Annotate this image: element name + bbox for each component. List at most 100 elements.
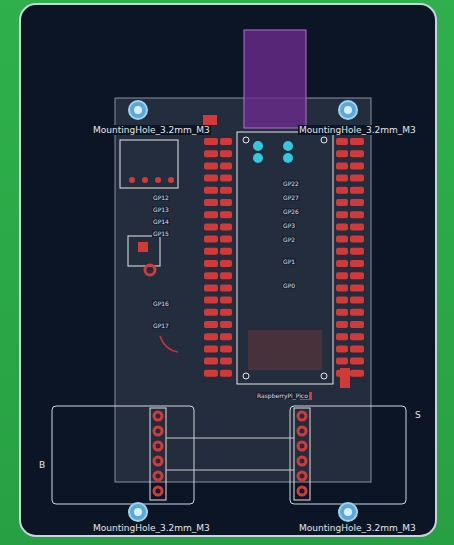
silkscreen-label: GP13 xyxy=(152,206,170,213)
silk-line xyxy=(166,470,294,471)
pad xyxy=(350,138,364,145)
pico-hole xyxy=(243,373,249,379)
pad xyxy=(220,370,232,377)
pico-hole xyxy=(321,137,327,143)
pad xyxy=(336,187,348,194)
silkscreen-label: GP17 xyxy=(152,322,170,329)
pad xyxy=(168,177,174,183)
pad xyxy=(336,150,348,157)
pad xyxy=(336,138,348,145)
pad xyxy=(204,309,218,316)
silkscreen-label: S xyxy=(414,410,422,420)
pad xyxy=(220,297,232,304)
pad xyxy=(220,358,232,365)
pad xyxy=(204,260,218,267)
canvas-panel xyxy=(20,4,436,536)
pad xyxy=(336,309,348,316)
pad xyxy=(350,150,364,157)
pad xyxy=(204,333,218,340)
pad xyxy=(204,345,218,352)
module-footprint xyxy=(52,406,194,504)
pad xyxy=(220,236,232,243)
pad xyxy=(145,265,155,275)
pad xyxy=(220,199,232,206)
pad xyxy=(220,187,232,194)
pico-chip xyxy=(248,330,322,370)
silk-line xyxy=(166,438,294,439)
pad xyxy=(350,162,364,169)
pad xyxy=(220,223,232,230)
silkscreen-label: B xyxy=(38,460,46,470)
silkscreen-label: GP26 xyxy=(282,208,300,215)
pad xyxy=(129,177,135,183)
header-pin xyxy=(298,412,306,420)
pad xyxy=(350,358,364,365)
via xyxy=(283,141,293,151)
pad xyxy=(350,223,364,230)
pad xyxy=(336,272,348,279)
pad xyxy=(204,284,218,291)
pad xyxy=(336,162,348,169)
pad xyxy=(204,358,218,365)
pad xyxy=(204,187,218,194)
pad xyxy=(142,177,148,183)
pad xyxy=(204,236,218,243)
pad xyxy=(220,211,232,218)
pad xyxy=(204,370,218,377)
pad xyxy=(336,297,348,304)
module-outline xyxy=(120,140,178,188)
mounting-hole xyxy=(339,101,357,119)
header-pin xyxy=(298,427,306,435)
pad xyxy=(350,370,364,377)
pad xyxy=(204,150,218,157)
pad xyxy=(204,199,218,206)
pad xyxy=(220,260,232,267)
pad xyxy=(350,260,364,267)
silkscreen-label: MountingHole_3.2mm_M3 xyxy=(92,125,211,135)
silkscreen-label: GP27 xyxy=(282,194,300,201)
pad xyxy=(220,309,232,316)
pad xyxy=(350,236,364,243)
pad xyxy=(350,199,364,206)
smd-part xyxy=(203,115,217,125)
pad xyxy=(336,260,348,267)
pad xyxy=(204,162,218,169)
pad xyxy=(204,223,218,230)
pad xyxy=(204,321,218,328)
switch-outline xyxy=(128,236,160,266)
pad xyxy=(350,272,364,279)
pad xyxy=(336,211,348,218)
pad xyxy=(220,345,232,352)
pad xyxy=(336,199,348,206)
mounting-hole xyxy=(134,106,142,114)
header-pin xyxy=(154,457,162,465)
pad xyxy=(220,150,232,157)
pad xyxy=(204,272,218,279)
pad xyxy=(350,187,364,194)
silkscreen-label: GP22 xyxy=(282,180,300,187)
header-pin xyxy=(298,442,306,450)
pad xyxy=(204,297,218,304)
pad xyxy=(336,370,348,377)
pad xyxy=(336,345,348,352)
pad xyxy=(220,175,232,182)
mounting-hole xyxy=(339,503,357,521)
pad xyxy=(350,309,364,316)
pad xyxy=(138,242,148,252)
silkscreen-label: MountingHole_3.2mm_M3 xyxy=(92,523,211,533)
header-pin xyxy=(154,442,162,450)
header-pin xyxy=(298,457,306,465)
pico-hole xyxy=(243,137,249,143)
via xyxy=(253,153,263,163)
pad xyxy=(350,175,364,182)
trace xyxy=(160,336,178,352)
pico-hole xyxy=(321,373,327,379)
module-footprint xyxy=(290,406,406,504)
pad xyxy=(220,138,232,145)
pad xyxy=(204,211,218,218)
pad xyxy=(220,333,232,340)
header-outline xyxy=(294,408,310,500)
silkscreen-label: GP3 xyxy=(282,222,296,229)
header-pin xyxy=(154,427,162,435)
